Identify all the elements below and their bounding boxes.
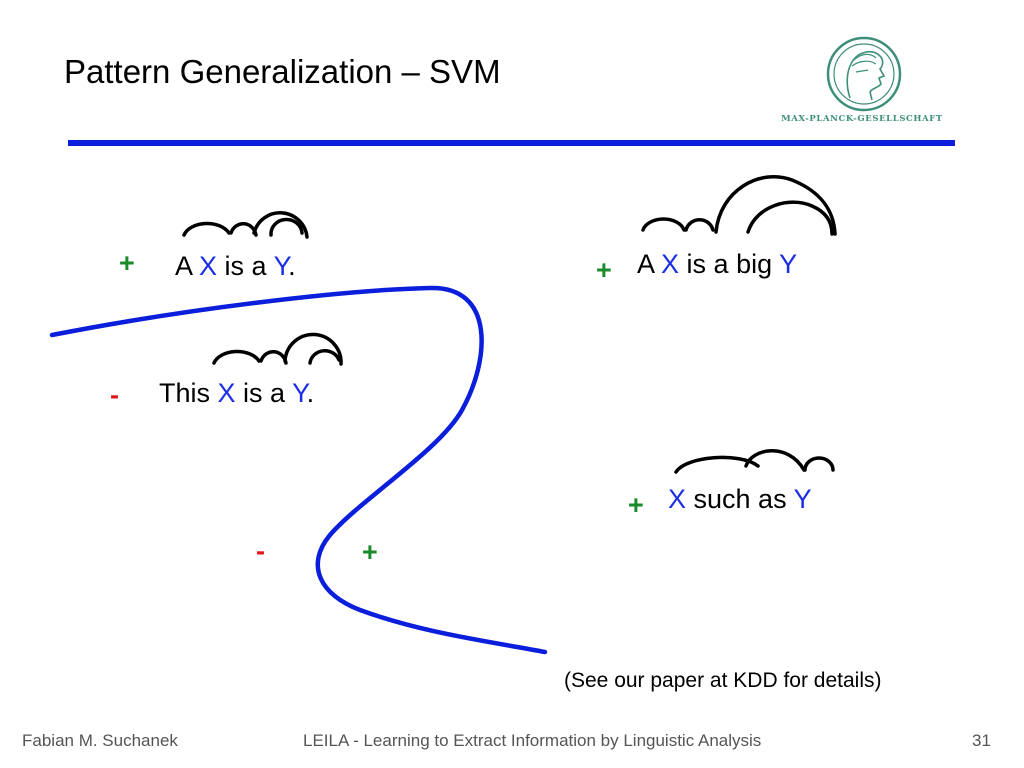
example-3-pre: A [637, 249, 662, 279]
example-1-y: Y [273, 251, 289, 281]
example-4-sentence: X such as Y [668, 483, 812, 515]
example-2-x: X [217, 378, 236, 408]
reference-note: (See our paper at KDD for details) [564, 669, 882, 692]
example-1-post: . [288, 251, 296, 281]
example-2-sign: - [110, 380, 119, 410]
positive-point: + [362, 537, 378, 567]
footer-author: Fabian M. Suchanek [22, 731, 178, 750]
slide-title: Pattern Generalization – SVM [64, 53, 501, 90]
title-rule [68, 140, 955, 146]
example-1-x: X [199, 251, 218, 281]
example-1-mid: is a [217, 251, 274, 281]
example-2-post: . [306, 378, 315, 408]
footer-project: LEILA - Learning to Extract Information … [303, 731, 762, 750]
negative-point: - [256, 536, 265, 566]
dependency-arcs-example-3 [641, 175, 837, 236]
page-number: 31 [972, 731, 991, 750]
example-4-y: Y [793, 484, 812, 514]
example-2-pre: This [159, 378, 218, 408]
example-4-x: X [668, 484, 687, 514]
decision-boundary [49, 285, 548, 655]
example-1-sign: + [119, 248, 135, 278]
logo: MAX-PLANCK-GESELLSCHAFT [780, 36, 945, 131]
minerva-emblem [826, 36, 902, 112]
example-2-mid: is a [235, 378, 293, 408]
dependency-arcs-example-1 [182, 211, 309, 239]
dependency-arcs-example-4 [674, 449, 835, 474]
example-3-sign: + [596, 255, 612, 285]
example-4-sign: + [628, 490, 644, 520]
dependency-arcs-example-2 [212, 332, 343, 366]
example-3-y: Y [779, 249, 798, 279]
example-1-sentence: A X is a Y. [175, 250, 296, 282]
example-4-mid: such as [686, 484, 794, 514]
example-3-x: X [661, 249, 680, 279]
example-3-sentence: A X is a big Y [637, 248, 797, 280]
example-1-pre: A [175, 251, 200, 281]
logo-text: MAX-PLANCK-GESELLSCHAFT [781, 114, 943, 124]
example-2-y: Y [292, 378, 307, 408]
example-3-mid: is a big [679, 249, 780, 279]
example-2-sentence: This X is a Y. [159, 377, 314, 409]
